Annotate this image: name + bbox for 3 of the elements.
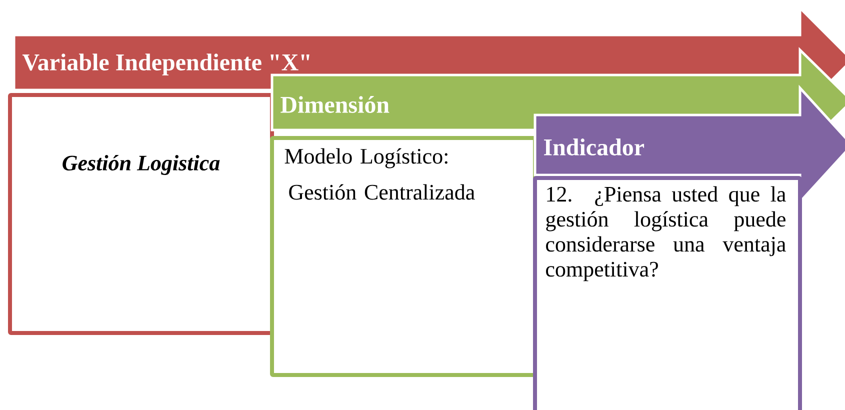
- text-box: Modelo Logístico: Gestión Centralizada: [270, 136, 537, 377]
- text-box: Gestión Logistica: [8, 93, 274, 335]
- text-box: 12. ¿Piensa usted que la gestión logística puede considerarse una ventaja competitiva?: [533, 176, 802, 410]
